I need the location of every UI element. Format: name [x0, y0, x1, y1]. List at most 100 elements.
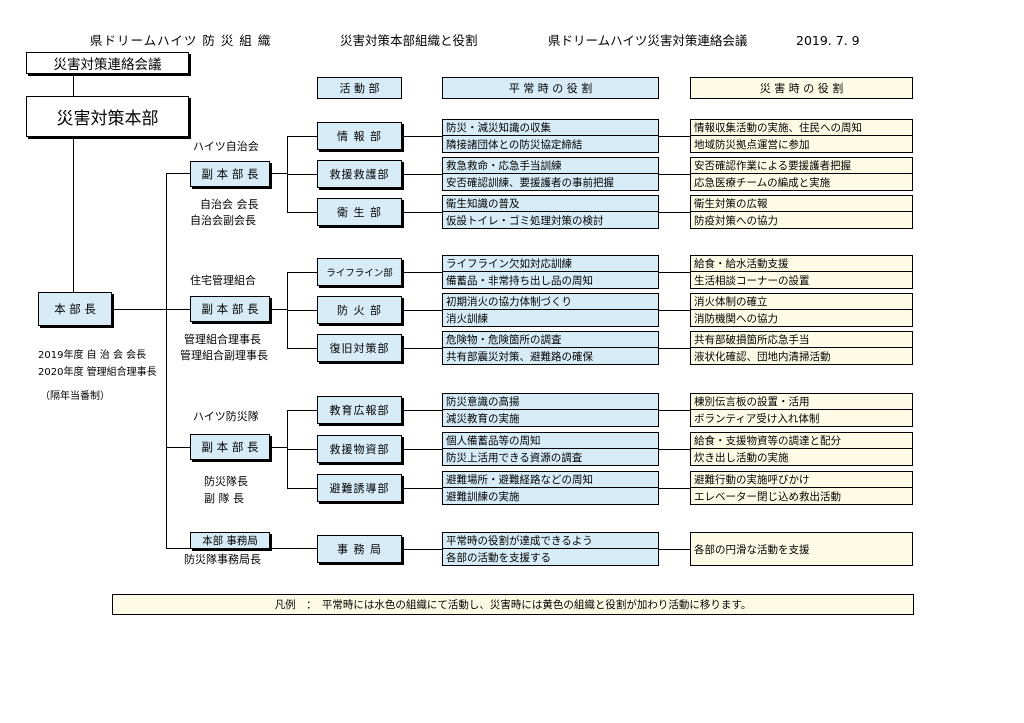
normal-role-box: ライフライン欠如対応訓練備蓄品・非常持ち出し品の周知 — [442, 255, 659, 289]
connector — [659, 212, 690, 213]
vice-chief-label: 副 本 部 長 — [201, 440, 259, 454]
connector — [166, 447, 190, 448]
hq-label: 災害対策本部 — [56, 109, 159, 129]
role-line: 仮設トイレ・ゴミ処理対策の検討 — [446, 214, 604, 227]
normal-role-box: 救急救命・応急手当訓練安否確認訓練、要援護者の事前把握 — [442, 157, 659, 191]
disaster-role-box: 消火体制の確立消防機関への協力 — [690, 293, 913, 327]
role-line: 炊き出し活動の実施 — [694, 451, 789, 464]
vice-chief-label: 副 本 部 長 — [201, 302, 259, 316]
dept-name: 衛 生 部 — [337, 206, 382, 219]
dept-box: 救援物資部 — [317, 435, 402, 463]
group-org-label: ハイツ防災隊 — [193, 410, 259, 423]
role-line: エレベーター閉じ込め救出活動 — [694, 490, 841, 503]
vice-chief-box: 副 本 部 長 — [190, 434, 270, 460]
normal-role-box: 個人備蓄品等の周知防災上活用できる資源の調査 — [442, 432, 659, 466]
role-line: 防災・減災知識の収集 — [443, 120, 658, 136]
connector — [402, 212, 442, 213]
normal-column-label: 平 常 時 の 役 割 — [508, 82, 593, 95]
office-dept-box: 事 務 局 — [317, 535, 402, 563]
dept-name: 防 火 部 — [337, 304, 382, 317]
legend-box: 凡例 ： 平常時には水色の組織にて活動し、災害時には黄色の組織と役割が加わり活動… — [112, 594, 914, 615]
connector — [113, 309, 190, 310]
role-line: 避難行動の実施呼びかけ — [691, 472, 912, 488]
connector — [402, 136, 442, 137]
connector — [659, 488, 690, 489]
role-line: 初期消火の協力体制づくり — [443, 294, 658, 310]
dept-box: 教育広報部 — [317, 396, 402, 424]
role-line: 安否確認作業による要援護者把握 — [691, 158, 912, 174]
role-line: 情報収集活動の実施、住民への周知 — [691, 120, 912, 136]
normal-role-box: 防災・減災知識の収集隣接諸団体との防災協定締結 — [442, 119, 659, 153]
connector — [659, 174, 690, 175]
connector — [270, 548, 317, 549]
role-line: 救急救命・応急手当訓練 — [443, 158, 658, 174]
connector — [287, 212, 317, 213]
group-sub-label: 副 隊 長 — [204, 492, 244, 505]
dept-column-header: 活 動 部 — [317, 77, 402, 99]
role-line: 消火体制の確立 — [691, 294, 912, 310]
connector — [166, 548, 190, 549]
chief-note-2019: 2019年度 自 治 会 会長 — [38, 350, 147, 361]
connector — [270, 447, 287, 448]
connector — [287, 136, 317, 137]
normal-column-header: 平 常 時 の 役 割 — [442, 77, 659, 99]
role-line: 個人備蓄品等の周知 — [443, 433, 658, 449]
disaster-column-label: 災 害 時 の 役 割 — [759, 82, 844, 95]
disaster-role-box: 給食・支援物資等の調達と配分炊き出し活動の実施 — [690, 432, 913, 466]
role-line: 隣接諸団体との防災協定締結 — [446, 138, 583, 151]
dept-name: 復旧対策部 — [329, 342, 390, 355]
role-line: 消防機関への協力 — [694, 312, 778, 325]
hq-box: 災害対策本部 — [26, 96, 189, 137]
role-line: 給食・支援物資等の調達と配分 — [691, 433, 912, 449]
council-title: 県ドリームハイツ災害対策連絡会議 — [548, 33, 748, 48]
group-org-label: ハイツ自治会 — [193, 140, 259, 153]
dept-name: 教育広報部 — [329, 404, 390, 417]
role-line: 共有部破損箇所応急手当 — [691, 332, 912, 348]
chief-note-rotation: （隔年当番制） — [40, 391, 110, 402]
disaster-role-box: 棟別伝言板の設置・活用ボランティア受け入れ体制 — [690, 393, 913, 427]
dept-box: 救援救護部 — [317, 160, 402, 188]
chief-box: 本 部 長 — [38, 292, 112, 326]
connector — [402, 272, 442, 273]
connector — [287, 488, 317, 489]
dept-box: 避難誘導部 — [317, 474, 402, 502]
role-line: 液状化確認、団地内清掃活動 — [694, 350, 831, 363]
connector — [287, 410, 317, 411]
role-line: 防災上活用できる資源の調査 — [446, 451, 583, 464]
role-line: 防疫対策への協力 — [694, 214, 778, 227]
disaster-role-box: 給食・給水活動支援生活相談コーナーの設置 — [690, 255, 913, 289]
org-title: 県ドリームハイツ 防 災 組 織 — [90, 33, 272, 48]
role-line: 各部の円滑な活動を支援 — [694, 543, 810, 556]
group-sub-label: 防災隊長 — [204, 475, 248, 488]
connector — [402, 174, 442, 175]
connector — [166, 173, 190, 174]
dept-column-label: 活 動 部 — [339, 82, 380, 95]
connector — [659, 136, 690, 137]
connector — [287, 348, 317, 349]
connector — [402, 488, 442, 489]
connector — [659, 449, 690, 450]
connector — [659, 272, 690, 273]
role-line: 備蓄品・非常持ち出し品の周知 — [446, 274, 593, 287]
connector — [73, 137, 74, 292]
role-line: 衛生対策の広報 — [691, 196, 912, 212]
group-org-label: 住宅管理組合 — [190, 274, 256, 287]
role-line: 消火訓練 — [446, 312, 488, 325]
role-line: 衛生知識の普及 — [443, 196, 658, 212]
office-box: 本部 事務局 — [190, 532, 270, 549]
role-line: 避難場所・避難経路などの周知 — [443, 472, 658, 488]
dept-name: ライフライン部 — [326, 268, 393, 279]
disaster-column-header: 災 害 時 の 役 割 — [690, 77, 913, 99]
connector — [73, 74, 74, 96]
role-line: ライフライン欠如対応訓練 — [443, 256, 658, 272]
normal-role-box: 平常時の役割が達成できるよう各部の活動を支援する — [442, 532, 659, 566]
role-line: 共有部震災対策、避難路の確保 — [446, 350, 593, 363]
role-line: 地域防災拠点運営に参加 — [694, 138, 810, 151]
dept-name: 避難誘導部 — [329, 482, 390, 495]
role-line: 避難訓練の実施 — [446, 490, 520, 503]
connector — [402, 449, 442, 450]
normal-role-box: 防災意識の高揚減災教育の実施 — [442, 393, 659, 427]
connector — [402, 410, 442, 411]
connector — [402, 310, 442, 311]
role-line: 棟別伝言板の設置・活用 — [691, 394, 912, 410]
